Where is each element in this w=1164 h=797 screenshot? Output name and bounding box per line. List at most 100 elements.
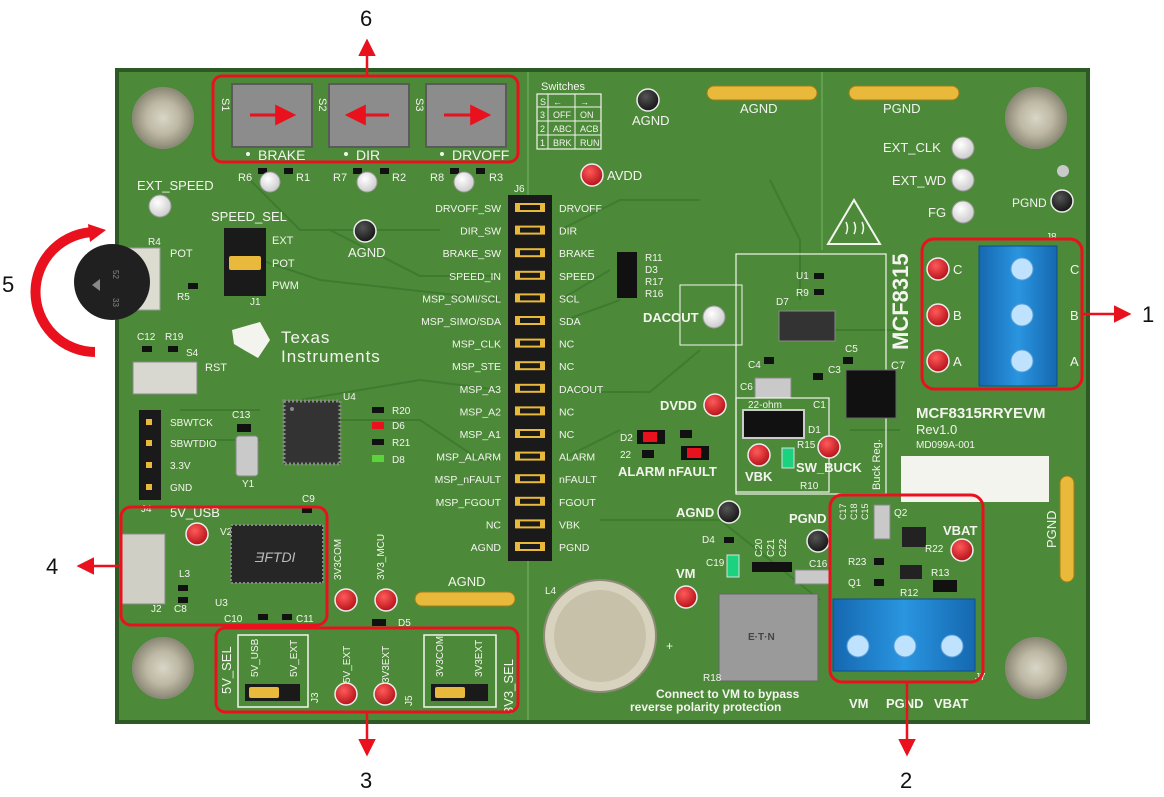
agnd-test-point-low[interactable] <box>717 500 741 524</box>
switch-test-point-3[interactable] <box>453 171 475 193</box>
pgnd-test-point-low[interactable] <box>806 529 830 553</box>
svg-text:R8: R8 <box>430 172 444 184</box>
j6-right-label: VBK <box>559 519 580 531</box>
board-name: MCF8315RRYEVM <box>916 405 1045 422</box>
motor-terminal-j8[interactable]: J8 <box>978 232 1058 387</box>
svg-text:U4: U4 <box>343 392 356 403</box>
j4-header[interactable]: SBWTCK SBWTDIO 3.3V GND J4 <box>139 410 217 515</box>
j6-right-label: NC <box>559 339 575 351</box>
svg-text:C6: C6 <box>740 382 753 393</box>
rst-label: RST <box>205 362 227 374</box>
svg-text:5V_EXT: 5V_EXT <box>289 640 300 677</box>
agnd-test-point-top[interactable] <box>636 88 660 112</box>
svg-text:R18: R18 <box>703 673 722 684</box>
agnd-bar-top[interactable]: AGND <box>706 85 818 116</box>
power-terminal-j7[interactable]: J7 <box>832 598 986 683</box>
svg-text:VBAT: VBAT <box>934 696 968 711</box>
vbk-label: VBK <box>745 469 773 484</box>
svg-text:J6: J6 <box>514 184 525 195</box>
pgnd-bar-top[interactable]: PGND <box>848 85 960 116</box>
j6-right-label: BRAKE <box>559 248 595 260</box>
j6-left-label: MSP_ALARM <box>436 452 501 464</box>
svg-text:5V_USB: 5V_USB <box>250 638 261 677</box>
pgnd-test-point-right[interactable] <box>1050 189 1074 213</box>
fg-test-point[interactable] <box>951 200 975 224</box>
svg-text:SBWTCK: SBWTCK <box>170 418 213 429</box>
power-protection: C17 C18 C15 Q2 R22 R23 Q1 R12 R13 <box>838 503 957 599</box>
switch-test-point-1[interactable] <box>259 171 281 193</box>
five-v-ext-test-point[interactable] <box>334 682 358 706</box>
phase-c-test-point[interactable] <box>926 257 950 281</box>
sw-buck-test-point[interactable] <box>817 435 841 459</box>
pgnd-label-right: PGND <box>1012 196 1047 210</box>
callout-1: 1 <box>1142 302 1154 327</box>
switch-s2-ref: S2 <box>316 98 328 111</box>
svg-text:D2: D2 <box>620 433 633 444</box>
j6-pin-jumper <box>520 363 540 369</box>
phase-a-test-point[interactable] <box>926 349 950 373</box>
svg-text:5V_SEL: 5V_SEL <box>219 646 234 694</box>
j6-left-label: MSP_A2 <box>460 406 502 418</box>
svg-text:C19: C19 <box>706 558 725 569</box>
v3ext-test-point[interactable] <box>373 682 397 706</box>
svg-text:C22: C22 <box>778 538 789 557</box>
v3-sel-jumper[interactable]: J5 3V3COM 3V3EXT 3V3_SEL <box>404 634 516 714</box>
svg-text:ƎFTDI: ƎFTDI <box>254 549 296 565</box>
svg-text:R20: R20 <box>392 406 411 417</box>
svg-text:A: A <box>953 354 962 369</box>
switch-s2[interactable]: S2 DIR <box>316 83 410 163</box>
v3-mcu-test-point[interactable] <box>374 588 398 612</box>
svg-text:R7: R7 <box>333 172 347 184</box>
switch-table-cell: ON <box>580 110 594 120</box>
svg-text:R22: R22 <box>925 544 944 555</box>
svg-text:C9: C9 <box>302 494 315 505</box>
j6-left-label: MSP_FGOUT <box>436 497 502 509</box>
potentiometer[interactable]: R4 POT 52 33 <box>74 237 193 320</box>
j6-pin-jumper <box>520 250 540 256</box>
phase-b-test-point[interactable] <box>926 303 950 327</box>
pgnd-bar-right[interactable]: PGND <box>1044 475 1075 583</box>
dvdd-test-point[interactable] <box>703 393 727 417</box>
r5-ref: R5 <box>177 292 190 303</box>
dacout-test-point[interactable] <box>702 305 726 329</box>
avdd-test-point[interactable] <box>580 163 604 187</box>
svg-text:52: 52 <box>111 270 120 279</box>
switch-test-point-2[interactable] <box>356 171 378 193</box>
ext-speed-test-point[interactable] <box>148 194 172 218</box>
speed-sel-jumper[interactable]: SPEED_SEL EXT POT PWM J1 <box>211 209 299 308</box>
svg-text:C18: C18 <box>849 503 859 520</box>
j6-right-label: DIR <box>559 226 578 238</box>
svg-text:R15: R15 <box>797 440 816 451</box>
svg-text:SPEED_SEL: SPEED_SEL <box>211 209 287 224</box>
vbk-test-point[interactable] <box>747 443 771 467</box>
board-rev: Rev1.0 <box>916 422 957 437</box>
agnd-label-top: AGND <box>632 113 670 128</box>
svg-text:J5: J5 <box>404 695 415 706</box>
vbat-test-point[interactable] <box>950 538 974 562</box>
svg-text:C8: C8 <box>174 604 187 615</box>
ext-clk-test-point[interactable] <box>951 136 975 160</box>
svg-text:R6: R6 <box>238 172 252 184</box>
usb-connector-j2[interactable] <box>120 533 166 605</box>
j6-pin-jumper <box>520 385 540 391</box>
j6-left-label: MSP_SOMI/SCL <box>422 293 501 305</box>
agnd-bar-bottom[interactable]: AGND <box>414 574 516 607</box>
board-part-no: MD099A-001 <box>916 440 975 451</box>
switch-s1[interactable]: S1 BRAKE <box>219 83 313 163</box>
vm-test-point[interactable] <box>674 585 698 609</box>
svg-text:PGND: PGND <box>1044 510 1059 548</box>
svg-text:R13: R13 <box>931 568 950 579</box>
agnd-test-point-mid[interactable] <box>353 219 377 243</box>
ti-logo: Texas Instruments <box>232 322 380 366</box>
ext-wd-test-point[interactable] <box>951 168 975 192</box>
switch-s3-name: DRVOFF <box>452 147 509 163</box>
v3com-test-point[interactable] <box>334 588 358 612</box>
five-v-sel-jumper[interactable]: 5V_SEL 5V_USB 5V_EXT J3 <box>219 634 321 708</box>
svg-text:AGND: AGND <box>448 574 486 589</box>
reset-button[interactable] <box>132 361 198 395</box>
switch-s3[interactable]: S3 DRVOFF <box>413 83 509 163</box>
svg-text:D7: D7 <box>776 297 789 308</box>
five-v-usb-test-point[interactable] <box>185 522 209 546</box>
mounting-hole-bl <box>132 637 194 699</box>
